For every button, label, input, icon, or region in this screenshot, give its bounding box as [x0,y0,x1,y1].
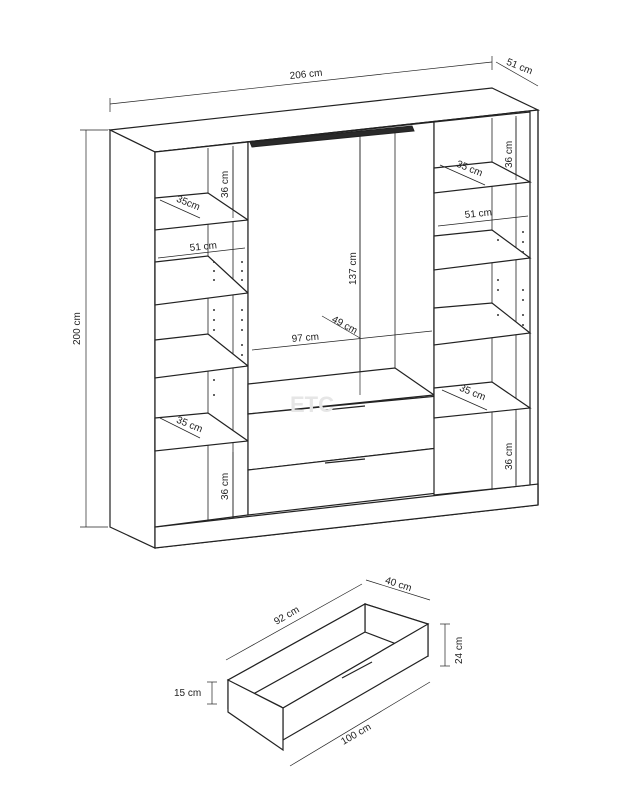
drawer-diagram: 92 cm 40 cm 24 cm 15 cm 100 cm [174,575,465,767]
right-top-height-label: 36 cm [504,141,515,168]
dim-width: 206 cm [109,56,493,112]
right-shelf-4 [433,381,532,419]
left-width-label: 51 cm [189,240,217,254]
height-label: 200 cm [72,312,83,345]
dim-height: 200 cm [72,129,108,528]
dim-left-width: 51 cm [157,240,246,259]
dim-hanging-width: 97 cm [251,330,433,351]
dim-drawer-height: 24 cm [440,623,465,667]
hanging-back [247,121,435,415]
drawer-slot [341,661,373,679]
right-shelf-2 [433,229,532,271]
dim-drawer-front-height: 15 cm [174,681,217,705]
drawer-front-height-label: 15 cm [174,688,201,699]
watermark: ETC [290,392,334,417]
dim-depth: 51 cm [495,57,539,87]
dim-left-bottom-height: 36 cm [220,452,234,518]
left-compartment [154,141,250,528]
drawer-front-width-label: 100 cm [339,722,373,748]
hanging-rail [249,125,415,148]
right-shelf-1 [433,161,533,194]
hanging-width-label: 97 cm [291,332,319,345]
drawer-depth-label: 40 cm [384,575,413,594]
dim-drawer-depth: 40 cm [365,575,431,601]
dim-left-top-height: 36 cm [220,150,234,218]
drawer-height-label: 24 cm [454,637,465,664]
dim-hanging-height: 137 cm [348,140,361,395]
drawer-handle-top [324,405,366,411]
right-compartment [433,111,533,496]
hanging-height-label: 137 cm [348,252,359,285]
dim-right-width: 51 cm [437,207,529,227]
drawer-handle-bottom [324,458,366,464]
right-shelf-3 [433,302,532,346]
dim-right-bottom-height: 36 cm [504,420,517,485]
right-bottom-height-label: 36 cm [504,443,515,470]
dim-right-top-height: 36 cm [504,118,517,180]
hanging-compartment [247,121,439,516]
left-bottom-height-label: 36 cm [220,473,231,500]
wardrobe-left-side [109,129,156,549]
drawer-length-label: 92 cm [272,604,301,627]
depth-label: 51 cm [505,57,534,77]
wardrobe: ETC 206 cm 51 cm 200 cm 137 cm [72,56,541,549]
right-width-label: 51 cm [464,207,492,221]
left-top-height-label: 36 cm [220,171,231,198]
width-label: 206 cm [289,68,323,82]
